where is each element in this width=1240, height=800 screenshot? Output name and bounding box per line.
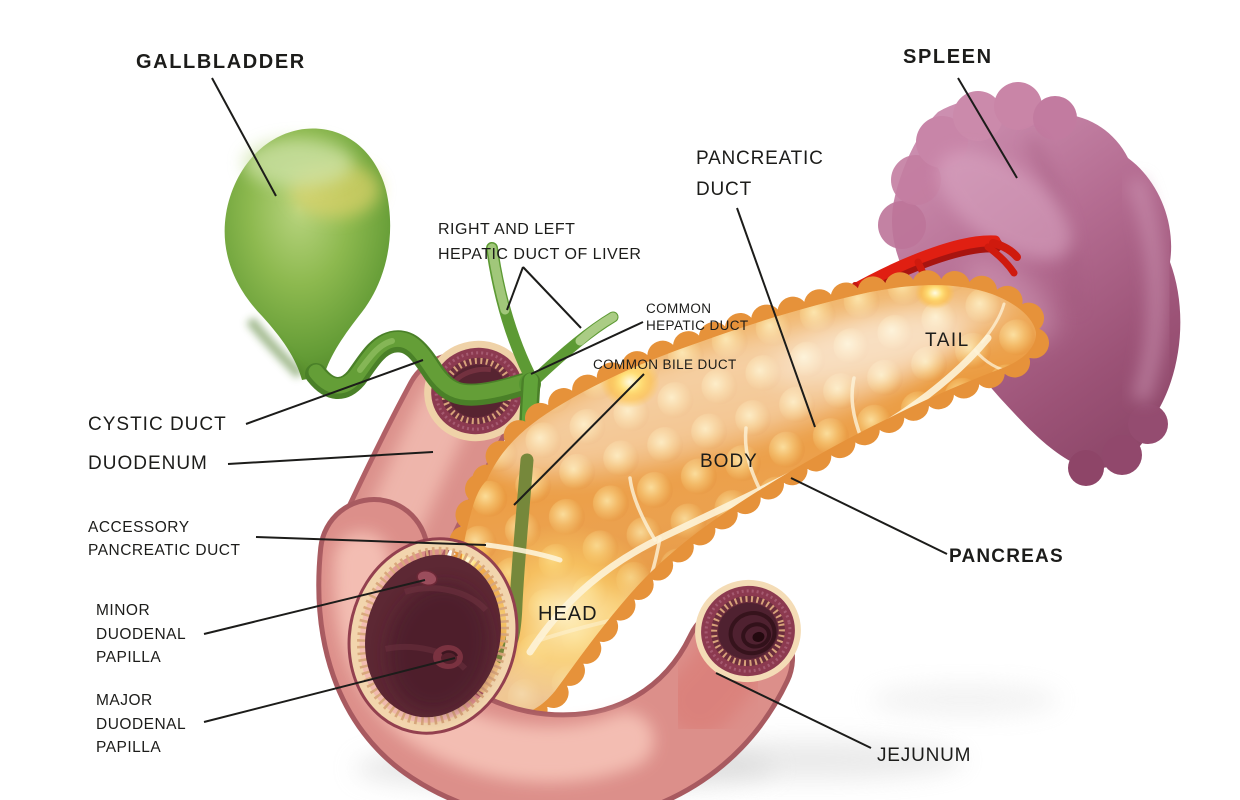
label-pancreas: PANCREAS: [949, 546, 1064, 567]
jejunum-cut-ring: [695, 579, 801, 683]
label-gallbladder: GALLBLADDER: [136, 51, 306, 73]
label-common-bile-duct: COMMON BILE DUCT: [593, 357, 737, 372]
label-body: BODY: [700, 451, 758, 472]
leader-major-papilla: [203, 657, 456, 723]
label-major-duodenal-papilla: MAJOR DUODENAL PAPILLA: [96, 692, 187, 756]
leader-accessory: [255, 536, 487, 546]
label-tail: TAIL: [925, 330, 970, 351]
leader-pancreatic-duct: [736, 207, 816, 428]
leader-gallbladder: [211, 77, 277, 197]
label-jejunum: JEJUNUM: [877, 745, 972, 766]
leader-common-hepatic: [530, 321, 644, 375]
duodenum-open-window: [347, 537, 519, 735]
label-duodenum: DUODENUM: [88, 453, 208, 474]
leader-hepatic-left: [506, 266, 524, 311]
leader-jejunum: [715, 672, 872, 749]
gallbladder-organ: [224, 128, 391, 380]
label-common-hepatic-duct: COMMON HEPATIC DUCT: [646, 301, 749, 333]
label-minor-duodenal-papilla: MINOR DUODENAL PAPILLA: [96, 602, 187, 666]
major-duodenal-papilla: [433, 645, 463, 669]
leader-lines: [203, 77, 1018, 749]
leader-duodenum: [227, 451, 434, 465]
leader-hepatic-right: [522, 266, 582, 329]
leader-minor-papilla: [203, 579, 426, 635]
label-spleen: SPLEEN: [903, 46, 993, 68]
leader-common-bile: [513, 373, 645, 506]
label-head: HEAD: [538, 603, 598, 625]
cystic-duct: [305, 330, 535, 406]
label-accessory-pancreatic-duct: ACCESSORY PANCREATIC DUCT: [88, 519, 241, 559]
label-pancreatic-duct: PANCREATIC DUCT: [696, 148, 824, 200]
leader-spleen: [957, 77, 1018, 179]
leader-cystic: [245, 359, 424, 425]
label-cystic-duct: CYSTIC DUCT: [88, 414, 227, 435]
leader-pancreas: [790, 477, 948, 555]
label-hepatic-ducts: RIGHT AND LEFT HEPATIC DUCT OF LIVER: [438, 221, 642, 263]
